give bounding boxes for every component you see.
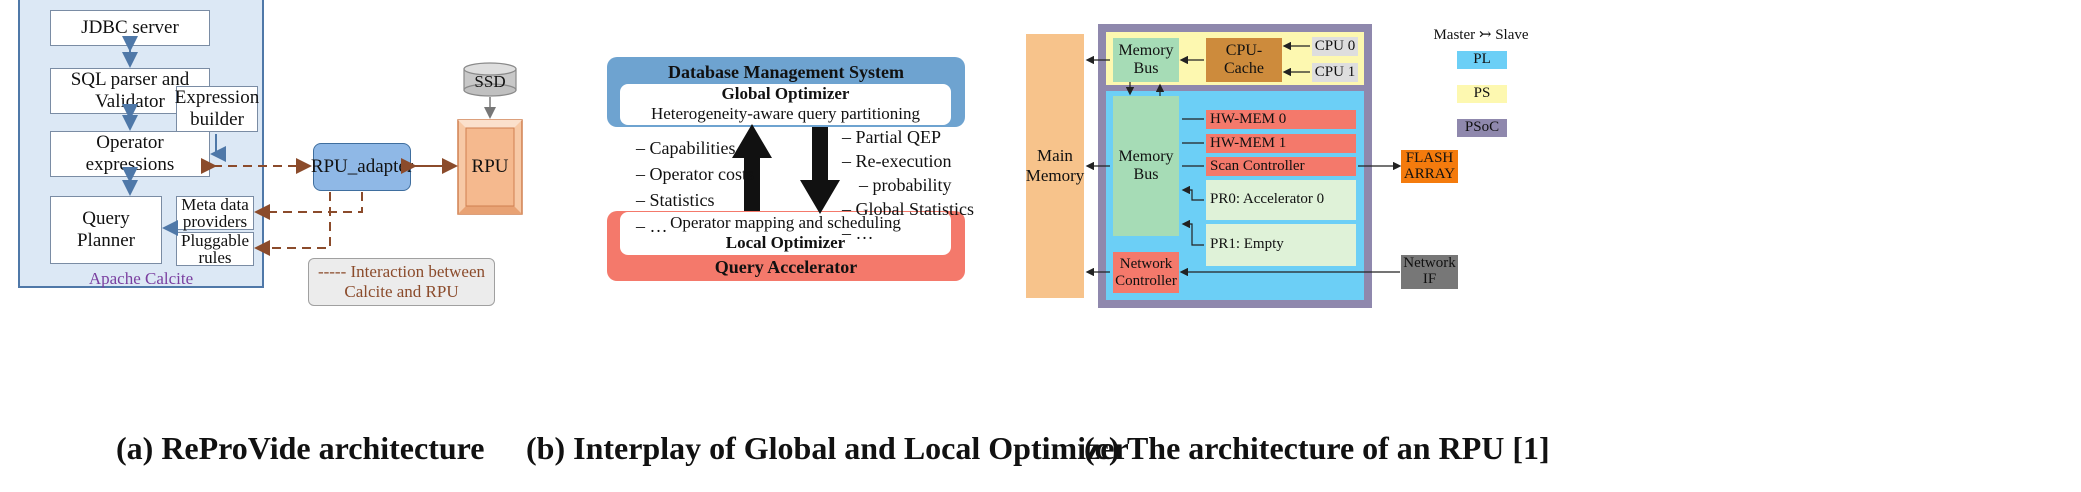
rpu-adapter-box: RPU_adapter	[310, 143, 414, 191]
hw-mem-1-box: HW-MEM 1	[1206, 134, 1356, 153]
sql-parser-label-2: Validator	[95, 91, 165, 112]
global-optimizer-subtitle: Heterogeneity-aware query partitioning	[650, 104, 921, 124]
dbms-title: Database Management System	[668, 61, 904, 82]
right-bullet: Partial QEP	[842, 125, 974, 149]
flash-array-box: FLASH ARRAY	[1401, 150, 1458, 183]
legend-psoc-swatch: PSoC	[1457, 119, 1507, 137]
right-bullet: …	[842, 221, 974, 245]
legend-pl-label: PL	[1473, 51, 1491, 68]
caption-c: (c) The architecture of an RPU [1]	[1084, 430, 1550, 466]
flash-array-label-1: FLASH	[1405, 149, 1454, 166]
scan-controller-box: Scan Controller	[1206, 157, 1356, 176]
left-bullet-list: Capabilities Operator costs Statistics …	[636, 135, 754, 239]
network-if-box: Network IF	[1401, 255, 1458, 289]
pr0-box: PR0: Accelerator 0	[1206, 180, 1356, 220]
legend-ps-swatch: PS	[1457, 85, 1507, 103]
memory-bus-ps-box: Memory Bus	[1113, 38, 1179, 82]
jdbc-server-box: JDBC server	[50, 10, 210, 46]
interaction-legend-line-2: Calcite and RPU	[344, 282, 459, 301]
master-slave-legend: Master ↣ Slave	[1433, 27, 1529, 44]
global-optimizer-box	[620, 84, 951, 125]
apache-calcite-label: Apache Calcite	[88, 269, 194, 289]
network-controller-label-2: Controller	[1115, 272, 1177, 289]
rpu-label: RPU	[471, 156, 509, 178]
caption-b: (b) Interplay of Global and Local Optimi…	[526, 430, 1129, 466]
scan-controller-label: Scan Controller	[1210, 157, 1305, 174]
query-accelerator-title: Query Accelerator	[714, 256, 858, 277]
legend-pl-swatch: PL	[1457, 51, 1507, 69]
network-controller-box: Network Controller	[1113, 252, 1179, 293]
interaction-legend-box: ----- Interaction between Calcite and RP…	[308, 258, 495, 306]
pluggable-rules-label-2: rules	[198, 248, 232, 267]
expression-builder-label-2: builder	[190, 109, 244, 130]
local-optimizer-title: Local Optimizer	[725, 233, 846, 253]
right-bullet: Re-execution	[842, 149, 974, 173]
main-memory-label-1: Main	[1037, 146, 1073, 166]
pr1-box: PR1: Empty	[1206, 224, 1356, 266]
cpu-cache-box: CPU-Cache	[1206, 38, 1282, 82]
hw-mem-1-label: HW-MEM 1	[1210, 134, 1287, 151]
memory-bus-ps-label-2: Bus	[1133, 60, 1159, 77]
caption-a: (a) ReProVide architecture	[116, 430, 485, 466]
pluggable-rules-label-1: Pluggable	[181, 231, 249, 250]
left-bullet: …	[636, 213, 754, 239]
hw-mem-0-box: HW-MEM 0	[1206, 110, 1356, 129]
ssd-label: SSD	[474, 72, 506, 92]
memory-bus-pl-label-1: Memory	[1118, 148, 1174, 166]
memory-bus-pl-box: Memory Bus	[1113, 96, 1179, 236]
left-bullet: Operator costs	[636, 161, 754, 187]
down-arrow-icon	[800, 127, 840, 214]
pluggable-rules-box: Pluggable rules	[176, 232, 254, 266]
pr1-label: PR1: Empty	[1210, 236, 1284, 253]
meta-data-providers-box: Meta data providers	[176, 196, 254, 230]
cpu-0-label: CPU 0	[1314, 37, 1356, 54]
rpu-adapter-label: RPU_adapter	[310, 156, 414, 178]
global-optimizer-title: Global Optimizer	[721, 84, 850, 104]
right-bullet-continuation: probability	[842, 173, 974, 197]
meta-data-label-2: providers	[182, 212, 248, 231]
expression-builder-label-1: Expression	[174, 87, 260, 109]
sql-parser-label-1: SQL parser and	[70, 69, 190, 91]
cpu-1-label: CPU 1	[1314, 63, 1356, 80]
cpu-1-box: CPU 1	[1312, 63, 1358, 82]
flash-array-label-2: ARRAY	[1403, 165, 1456, 182]
expression-builder-box: Expression builder	[174, 86, 260, 132]
network-controller-label-1: Network	[1119, 256, 1173, 272]
operator-expressions-box: Operator expressions	[50, 131, 210, 177]
right-bullet-list: Partial QEP Re-execution probability Glo…	[842, 125, 975, 245]
left-bullet: Statistics	[636, 187, 754, 213]
cpu-0-box: CPU 0	[1312, 37, 1358, 56]
legend-psoc-label: PSoC	[1464, 119, 1500, 136]
memory-bus-ps-label-1: Memory	[1118, 42, 1174, 60]
left-bullet: Capabilities	[636, 135, 754, 161]
network-if-label-2: IF	[1422, 271, 1437, 287]
hw-mem-0-label: HW-MEM 0	[1210, 110, 1287, 127]
right-bullet: Global Statistics	[842, 197, 975, 221]
query-planner-box: Query Planner	[50, 196, 162, 264]
legend-ps-label: PS	[1473, 85, 1491, 102]
cpu-cache-label: CPU-Cache	[1224, 41, 1264, 77]
interaction-legend-line-1: ----- Interaction between	[317, 262, 486, 282]
network-if-label-1: Network	[1403, 255, 1456, 272]
jdbc-server-label: JDBC server	[81, 17, 179, 39]
memory-bus-pl-label-2: Bus	[1133, 166, 1159, 183]
query-planner-label: Query Planner	[76, 208, 136, 251]
pr0-label: PR0: Accelerator 0	[1210, 191, 1325, 208]
main-memory-label-2: Memory	[1025, 166, 1085, 185]
operator-expressions-label-2: expressions	[85, 154, 175, 175]
main-memory-box: Main Memory	[1026, 34, 1084, 298]
meta-data-label-1: Meta data	[181, 195, 249, 214]
operator-expressions-label-1: Operator	[96, 132, 164, 154]
